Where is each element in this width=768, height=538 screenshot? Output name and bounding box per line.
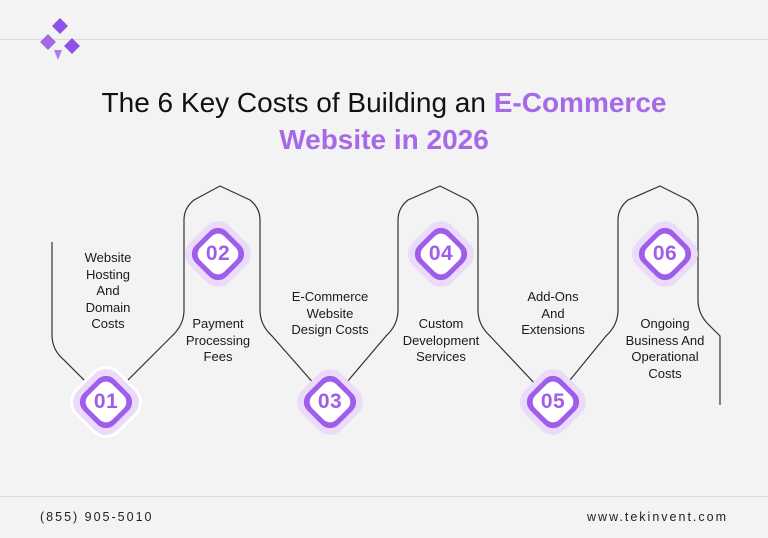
footer-divider — [0, 496, 768, 497]
step-number: 04 — [428, 242, 454, 265]
label-line: Processing — [185, 332, 251, 348]
step-label-02: Payment Processing Fees — [158, 316, 278, 366]
title-text: The 6 Key Costs of Building an — [101, 87, 494, 118]
label-line: Domain — [85, 299, 131, 315]
label-line: E-Commerce — [291, 289, 369, 304]
label-line: Development — [402, 332, 480, 348]
step-label-04: Custom Development Services — [381, 316, 501, 366]
step-label-03: E-Commerce Website Design Costs — [270, 289, 390, 339]
label-line: Costs — [91, 316, 125, 331]
label-line: Costs — [648, 365, 682, 381]
label-line: And — [96, 283, 120, 298]
step-label-01: Website Hosting And Domain Costs — [48, 250, 168, 333]
step-badge-02: 02 — [168, 204, 268, 304]
label-line: Custom — [418, 316, 464, 331]
label-line: Add-Ons — [527, 289, 579, 304]
step-badge-06: 06 — [615, 204, 715, 304]
label-line: Design Costs — [291, 322, 369, 337]
step-badge-05: 05 — [503, 352, 603, 452]
header-divider — [0, 39, 768, 40]
label-line: Services — [416, 349, 466, 364]
label-line: And — [541, 305, 565, 321]
step-number: 06 — [652, 242, 678, 265]
step-badge-03: 03 — [280, 352, 380, 452]
label-line: Ongoing — [640, 316, 690, 331]
brand-logo-icon[interactable] — [40, 18, 80, 60]
step-number: 03 — [317, 390, 343, 413]
step-badge-01: 01 — [56, 352, 156, 452]
label-line: Payment — [192, 316, 244, 331]
footer-website-link[interactable]: www.tekinvent.com — [587, 510, 728, 524]
title-highlight-line2: Website in 2026 — [279, 124, 489, 155]
label-line: Operational — [631, 349, 699, 364]
label-line: Hosting — [85, 266, 131, 282]
step-number: 02 — [205, 242, 231, 265]
label-line: Website — [84, 250, 132, 265]
step-label-06: Ongoing Business And Operational Costs — [605, 316, 725, 382]
title-highlight: E-Commerce — [493, 87, 667, 118]
step-number: 05 — [540, 390, 566, 413]
step-badge-04: 04 — [391, 204, 491, 304]
step-number: 01 — [93, 390, 119, 413]
label-line: Fees — [203, 349, 233, 364]
label-line: Business And — [625, 332, 705, 348]
footer-phone[interactable]: (855) 905-5010 — [40, 510, 154, 524]
label-line: Extensions — [521, 322, 585, 337]
step-label-05: Add-Ons And Extensions — [493, 289, 613, 339]
page-title: The 6 Key Costs of Building an E-Commerc… — [0, 84, 768, 158]
label-line: Website — [306, 305, 354, 321]
